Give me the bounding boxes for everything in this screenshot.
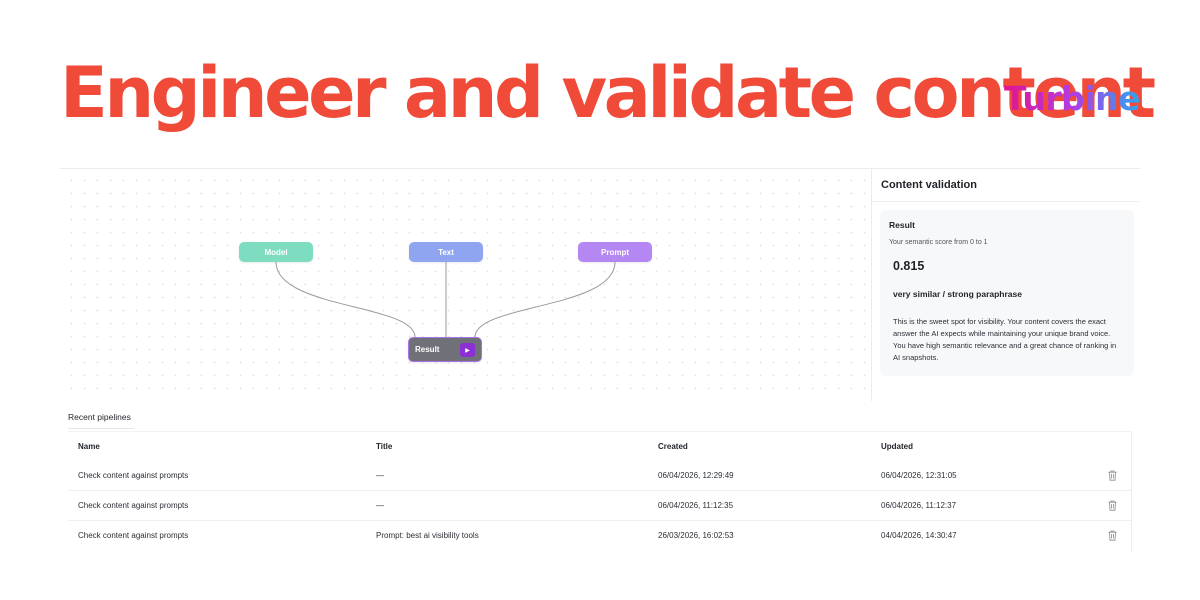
row-title: — <box>376 501 384 510</box>
trash-icon[interactable] <box>1108 500 1117 511</box>
semantic-score: 0.815 <box>893 259 925 273</box>
result-label: Result <box>889 220 915 230</box>
run-button[interactable]: ▶ <box>460 343 475 357</box>
section-underline <box>68 428 134 429</box>
row-divider <box>68 490 1131 491</box>
pipeline-canvas[interactable]: Model Text Prompt Result ▶ <box>60 169 870 399</box>
row-created: 26/03/2026, 16:02:53 <box>658 531 734 540</box>
row-title: — <box>376 471 384 480</box>
hero-title: Engineer and validate content <box>60 52 1156 134</box>
row-name: Check content against prompts <box>78 471 189 480</box>
score-verdict: very similar / strong paraphrase <box>893 289 1022 299</box>
row-created: 06/04/2026, 11:12:35 <box>658 501 734 510</box>
score-explanation: This is the sweet spot for visibility. Y… <box>893 317 1117 362</box>
result-card: Result Your semantic score from 0 to 1 0… <box>880 210 1134 376</box>
panel-header-divider <box>872 201 1140 202</box>
column-header-created[interactable]: Created <box>658 442 688 451</box>
node-connectors <box>275 261 616 338</box>
panel-divider <box>871 169 872 401</box>
node-text[interactable]: Text <box>409 242 483 262</box>
column-header-updated[interactable]: Updated <box>881 442 913 451</box>
column-header-name[interactable]: Name <box>78 442 100 451</box>
connector-model-result <box>275 261 416 338</box>
connector-prompt-result <box>474 261 616 338</box>
panel-title: Content validation <box>881 179 977 191</box>
pipelines-table: Name Title Created Updated Check content… <box>68 431 1132 552</box>
row-updated: 06/04/2026, 11:12:37 <box>881 501 957 510</box>
row-divider <box>68 520 1131 521</box>
recent-pipelines-title: Recent pipelines <box>68 412 131 422</box>
row-title: Prompt: best ai visibility tools <box>376 531 479 540</box>
row-updated: 06/04/2026, 12:31:05 <box>881 471 957 480</box>
node-model[interactable]: Model <box>239 242 313 262</box>
row-name: Check content against prompts <box>78 531 189 540</box>
table-row[interactable]: Check content against prompts — 06/04/20… <box>68 491 1131 521</box>
row-created: 06/04/2026, 12:29:49 <box>658 471 734 480</box>
table-row[interactable]: Check content against prompts Prompt: be… <box>68 521 1131 551</box>
play-icon: ▶ <box>465 347 470 354</box>
node-result[interactable]: Result ▶ <box>408 337 482 362</box>
trash-icon[interactable] <box>1108 470 1117 481</box>
node-prompt[interactable]: Prompt <box>578 242 652 262</box>
row-name: Check content against prompts <box>78 501 189 510</box>
column-header-title[interactable]: Title <box>376 442 393 451</box>
row-updated: 04/04/2026, 14:30:47 <box>881 531 957 540</box>
node-result-label: Result <box>415 345 440 354</box>
trash-icon[interactable] <box>1108 530 1117 541</box>
top-divider <box>60 168 1140 169</box>
score-hint: Your semantic score from 0 to 1 <box>889 239 988 246</box>
brand-logo: Turbine <box>1004 79 1140 118</box>
table-row[interactable]: Check content against prompts — 06/04/20… <box>68 461 1131 491</box>
